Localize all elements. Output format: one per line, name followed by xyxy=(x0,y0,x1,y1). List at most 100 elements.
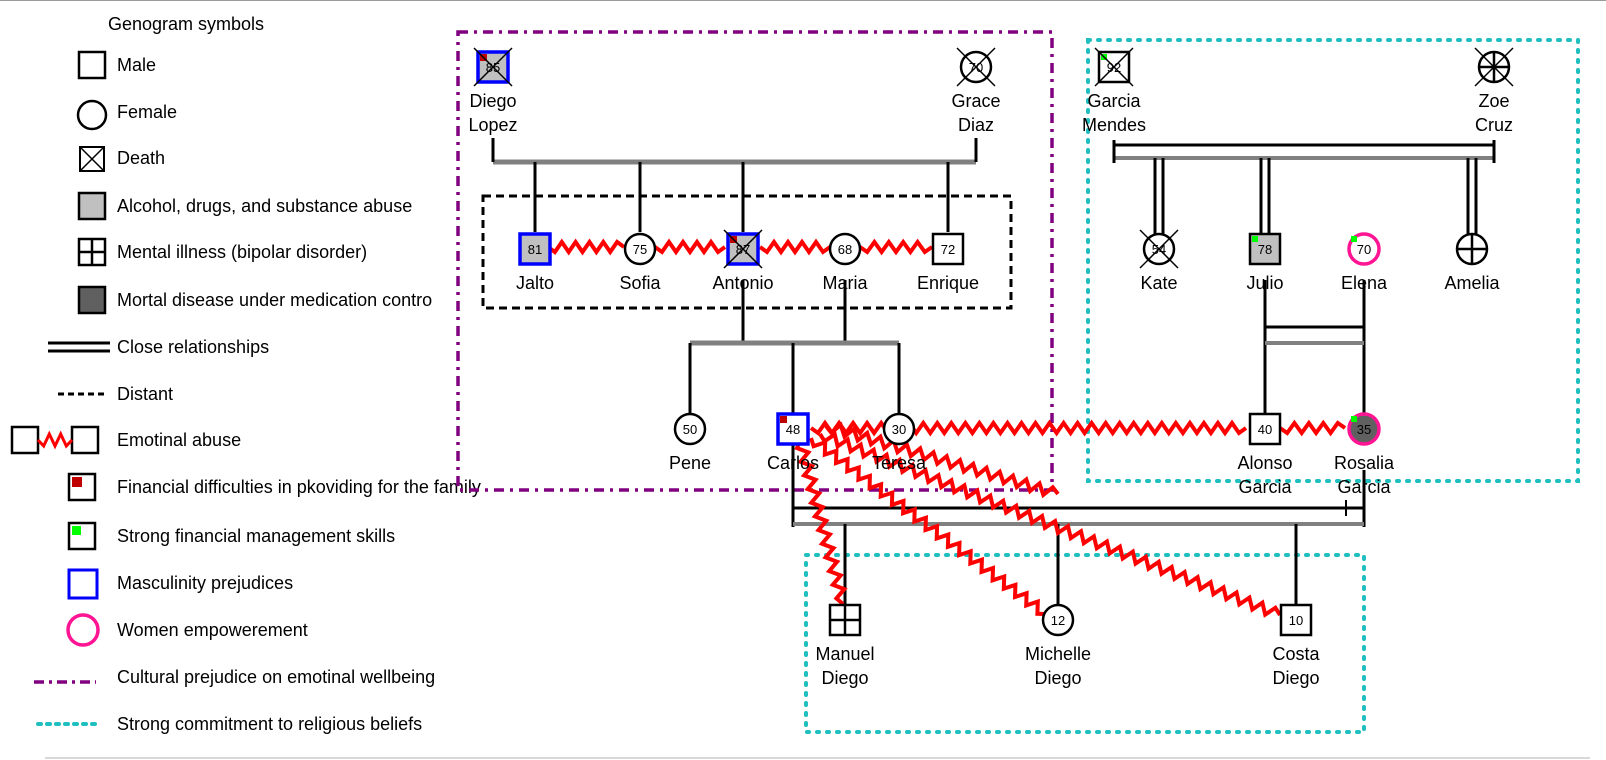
person-name: Lopez xyxy=(468,115,517,135)
legend-row-cultural: Cultural prejudice on emotinal wellbeing xyxy=(34,667,435,687)
person-age: 81 xyxy=(528,242,542,257)
person-name: Diego xyxy=(1034,668,1081,688)
light-gray-square-icon xyxy=(77,191,107,221)
legend-label-cultural: Cultural prejudice on emotinal wellbeing xyxy=(117,667,435,687)
person-age: 10 xyxy=(1289,613,1303,628)
female-circle-icon xyxy=(76,99,108,131)
abuse-carlos-alonso xyxy=(809,419,1248,437)
person-age: 87 xyxy=(736,242,750,257)
legend-row-female: Female xyxy=(76,99,177,131)
legend-row-male: Male xyxy=(77,50,156,80)
legend-label-fin_diff: Financial difficulties in pkoviding for … xyxy=(117,477,481,497)
legend-row-emotional: Emotinal abuse xyxy=(10,425,241,455)
legend-row-religious: Strong commitment to religious beliefs xyxy=(36,714,422,734)
person-age: 70 xyxy=(969,60,983,75)
female-circle-icon xyxy=(623,232,657,266)
person-age: 40 xyxy=(1258,422,1272,437)
legend-label-mental: Mental illness (bipolar disorder) xyxy=(117,242,367,262)
religious-boundary-top xyxy=(1086,38,1580,483)
person-age: 75 xyxy=(633,242,647,257)
person-name: Diego xyxy=(469,91,516,111)
abuse-maria-enrique xyxy=(858,238,934,256)
person-age: 68 xyxy=(838,242,852,257)
legend-row-distant: Distant xyxy=(58,384,173,404)
person-name: Antonio xyxy=(712,273,773,293)
zigzag-line-icon xyxy=(10,425,100,455)
female-circle-icon xyxy=(828,232,862,266)
person-age: 30 xyxy=(892,422,906,437)
religious-boundary-bottom xyxy=(804,553,1366,734)
abuse-antonio-maria xyxy=(758,238,832,256)
green-corner-square-icon xyxy=(67,521,97,551)
distant-relationship-box xyxy=(481,194,1013,310)
abuse-carlos-michelle xyxy=(809,437,1047,616)
abuse-sofia-antonio xyxy=(653,238,727,256)
person-name: Zoe xyxy=(1478,91,1509,111)
person-amelia: Amelia xyxy=(1444,232,1500,293)
cultural-prejudice-boundary xyxy=(456,30,1054,492)
person-name: Diaz xyxy=(958,115,994,135)
person-name: Alonso xyxy=(1237,453,1292,473)
group-boundaries xyxy=(456,30,1580,734)
legend-label-religious: Strong commitment to religious beliefs xyxy=(117,714,422,734)
abuse-alonso-rosalia xyxy=(1278,419,1347,437)
legend-row-fin_strong: Strong financial management skills xyxy=(67,521,395,551)
abuse-carlos-costa xyxy=(818,431,1282,618)
financial-strength-icon xyxy=(1351,236,1357,242)
person-age: 78 xyxy=(1258,242,1272,257)
legend-row-death: Death xyxy=(79,146,165,172)
legend-label-distant: Distant xyxy=(117,384,173,404)
male-square-icon xyxy=(77,50,107,80)
person-name: Amelia xyxy=(1444,273,1500,293)
legend-title: Genogram symbols xyxy=(108,14,264,34)
legend-label-mortal: Mortal disease under medication contro xyxy=(117,290,432,310)
person-name: Diego xyxy=(1272,668,1319,688)
person-name: Garcia xyxy=(1337,477,1391,497)
abuse-carlos-boundary xyxy=(824,421,1060,499)
person-name: Grace xyxy=(951,91,1000,111)
legend-label-death: Death xyxy=(117,148,165,168)
double-line-icon xyxy=(48,341,110,353)
person-age: 92 xyxy=(1107,60,1121,75)
person-name: Michelle xyxy=(1025,644,1091,664)
male-square-icon xyxy=(931,232,965,266)
person-name: Pene xyxy=(669,453,711,473)
legend-row-close: Close relationships xyxy=(48,337,269,357)
financial-difficulty-icon xyxy=(780,416,787,423)
person-name: Sofia xyxy=(619,273,661,293)
person-name: Carlos xyxy=(767,453,819,473)
death-crossed-square-icon xyxy=(79,146,105,172)
person-name: Garcia xyxy=(1238,477,1292,497)
blue-square-icon xyxy=(67,568,99,600)
person-age: 72 xyxy=(941,242,955,257)
male-square-icon xyxy=(1279,603,1313,637)
legend-label-substance: Alcohol, drugs, and substance abuse xyxy=(117,196,412,216)
person-name: Kate xyxy=(1140,273,1177,293)
male-square-icon xyxy=(1248,232,1282,266)
person-name: Maria xyxy=(822,273,868,293)
person-age: 85 xyxy=(486,60,500,75)
red-corner-square-icon xyxy=(67,472,97,502)
window-bottom-border xyxy=(45,757,1590,759)
person-name: Enrique xyxy=(917,273,979,293)
person-name: Rosalia xyxy=(1334,453,1395,473)
person-name: Elena xyxy=(1341,273,1388,293)
legend-label-female: Female xyxy=(117,102,177,122)
male-square-icon xyxy=(518,232,552,266)
legend-label-close: Close relationships xyxy=(117,337,269,357)
legend-row-women: Women empowerement xyxy=(66,613,308,647)
person-name: Teresa xyxy=(872,453,927,473)
